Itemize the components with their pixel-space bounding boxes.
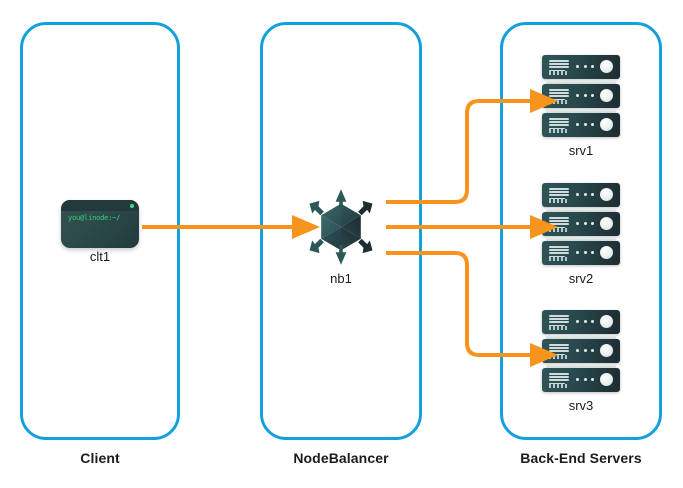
server-leds-icon — [576, 65, 594, 68]
group-label-nodebalancer: NodeBalancer — [293, 450, 389, 466]
server-power-icon — [600, 217, 613, 230]
server-ticks-icon — [549, 355, 567, 359]
server-unit — [542, 241, 620, 265]
server-divider — [546, 238, 616, 242]
server-ticks-icon — [549, 228, 567, 232]
server-power-icon — [600, 89, 613, 102]
server-vents-icon — [549, 118, 569, 131]
server-rack-icon-srv3 — [542, 310, 620, 392]
server-leds-icon — [576, 123, 594, 126]
server-vents-icon — [549, 188, 569, 201]
server-unit — [542, 183, 620, 207]
server-divider — [546, 110, 616, 114]
server-unit — [542, 84, 620, 108]
server-leds-icon — [576, 94, 594, 97]
server-power-icon — [600, 344, 613, 357]
server-power-icon — [600, 118, 613, 131]
server-divider — [546, 209, 616, 213]
nodebalancer-hexagon-icon — [296, 182, 386, 272]
node-label-clt1: clt1 — [89, 249, 111, 264]
server-vents-icon — [549, 246, 569, 259]
server-leds-icon — [576, 222, 594, 225]
server-divider — [546, 81, 616, 85]
server-vents-icon — [549, 60, 569, 73]
node-label-srv1: srv1 — [568, 143, 594, 158]
server-unit — [542, 310, 620, 334]
group-label-client: Client — [80, 450, 120, 466]
server-leds-icon — [576, 320, 594, 323]
server-rack-icon-srv1 — [542, 55, 620, 137]
server-unit — [542, 212, 620, 236]
terminal-prompt-text: you@linode:~/ — [68, 214, 121, 222]
server-leds-icon — [576, 349, 594, 352]
server-unit — [542, 55, 620, 79]
server-vents-icon — [549, 315, 569, 328]
server-power-icon — [600, 246, 613, 259]
terminal-icon: you@linode:~/ — [61, 200, 139, 248]
server-divider — [546, 336, 616, 340]
server-unit — [542, 368, 620, 392]
server-divider — [546, 365, 616, 369]
server-ticks-icon — [549, 100, 567, 104]
server-power-icon — [600, 315, 613, 328]
server-rack-icon-srv2 — [542, 183, 620, 265]
node-label-nb1: nb1 — [330, 271, 352, 286]
server-ticks-icon — [549, 384, 567, 388]
terminal-titlebar — [61, 200, 139, 211]
server-power-icon — [600, 373, 613, 386]
server-ticks-icon — [549, 71, 567, 75]
server-ticks-icon — [549, 129, 567, 133]
server-ticks-icon — [549, 199, 567, 203]
server-leds-icon — [576, 251, 594, 254]
node-label-srv2: srv2 — [568, 271, 594, 286]
node-label-srv3: srv3 — [568, 398, 594, 413]
terminal-status-dot-icon — [130, 204, 134, 208]
server-unit — [542, 339, 620, 363]
group-box-client — [20, 22, 180, 440]
group-box-backend — [500, 22, 662, 440]
server-ticks-icon — [549, 257, 567, 261]
server-vents-icon — [549, 373, 569, 386]
server-unit — [542, 113, 620, 137]
server-leds-icon — [576, 378, 594, 381]
server-ticks-icon — [549, 326, 567, 330]
server-power-icon — [600, 60, 613, 73]
server-leds-icon — [576, 193, 594, 196]
server-power-icon — [600, 188, 613, 201]
group-box-nodebalancer — [260, 22, 422, 440]
group-label-backend: Back-End Servers — [520, 450, 642, 466]
